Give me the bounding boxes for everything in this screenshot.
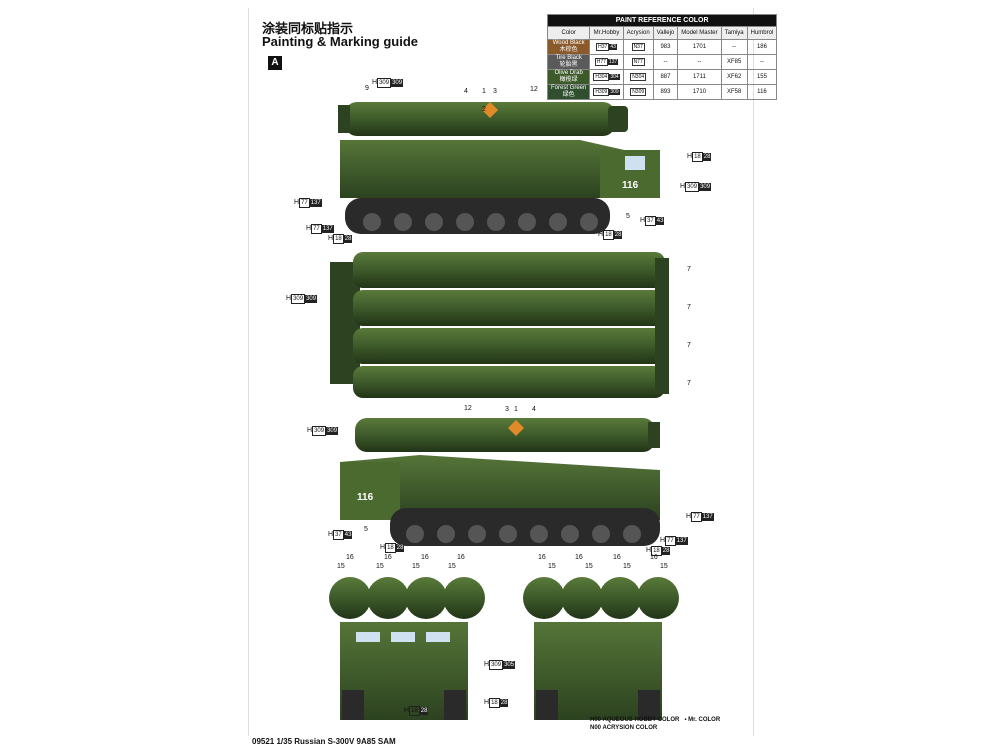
part-number: 16 [650, 554, 658, 561]
vehicle-number: 116 [357, 492, 374, 503]
col-header: Mr.Hobby [589, 26, 624, 40]
legend-line: H00 AQUEOUS HOBBY COLOR [590, 717, 680, 723]
part-number: 4 [464, 88, 468, 95]
part-number: 7 [687, 380, 691, 387]
page-title-chinese: 涂装同标贴指示 [262, 21, 354, 36]
part-number: 12 [530, 86, 538, 93]
warning-marking [508, 420, 524, 436]
part-number: 15 [448, 563, 456, 570]
top-view [330, 252, 669, 398]
col-header: Vallejo [652, 26, 679, 40]
part-number: 5 [364, 526, 368, 533]
missile-container [345, 102, 615, 136]
col-header: Humbrol [746, 26, 778, 40]
part-number: 16 [457, 554, 465, 561]
part-number: 15 [660, 563, 668, 570]
part-number: 1 [482, 88, 486, 95]
legend-line: Mr. COLOR [688, 717, 721, 723]
track [345, 198, 610, 234]
part-number: 16 [384, 554, 392, 561]
part-number: 12 [464, 405, 472, 412]
paint-reference-table: PAINT REFERENCE COLOR Color Mr.Hobby Acr… [546, 14, 778, 100]
paint-legend: H00 AQUEOUS HOBBY COLOR ▪ Mr. COLOR N00 … [590, 717, 721, 731]
vehicle-number: 116 [622, 180, 639, 191]
section-badge: A [268, 56, 282, 70]
footer-model-title: 09521 1/35 Russian S-300V 9A85 SAM [252, 737, 396, 746]
side-view-left: 116 [338, 102, 660, 234]
col-header: Acrysion [622, 26, 654, 40]
cab [340, 462, 400, 520]
part-number: 1 [514, 406, 518, 413]
warning-marking [482, 102, 498, 118]
part-number: 16 [538, 554, 546, 561]
page-title: Painting & Marking guide [262, 34, 419, 49]
part-number: 7 [687, 304, 691, 311]
part-number: 16 [613, 554, 621, 561]
part-number: 3 [505, 406, 509, 413]
hull [340, 455, 660, 520]
missile-container [353, 252, 665, 288]
col-header: Tamiya [720, 26, 748, 40]
part-number: 7 [687, 342, 691, 349]
missile-container [355, 418, 655, 452]
missile-container [353, 290, 665, 326]
part-number: 3 [493, 88, 497, 95]
part-number: 15 [337, 563, 345, 570]
part-number: 5 [626, 213, 630, 220]
part-number: 15 [623, 563, 631, 570]
part-number: 16 [575, 554, 583, 561]
rear-view [523, 577, 679, 720]
missile-container [353, 328, 665, 364]
track [390, 508, 660, 546]
part-number: 4 [532, 406, 536, 413]
front-view [329, 577, 485, 720]
hull [340, 140, 660, 198]
part-number: 2 [482, 106, 486, 113]
part-number: 15 [412, 563, 420, 570]
part-number: 15 [548, 563, 556, 570]
part-number: 16 [346, 554, 354, 561]
part-number: 7 [687, 266, 691, 273]
missile-container [353, 366, 665, 398]
legend-line: N00 ACRYSION COLOR [590, 725, 658, 731]
part-number: 16 [421, 554, 429, 561]
part-number: 15 [585, 563, 593, 570]
cab-window [625, 156, 645, 170]
instruction-page [248, 8, 754, 736]
part-number: 9 [365, 85, 369, 92]
part-number: 15 [376, 563, 384, 570]
side-view-right: 116 [340, 418, 660, 546]
